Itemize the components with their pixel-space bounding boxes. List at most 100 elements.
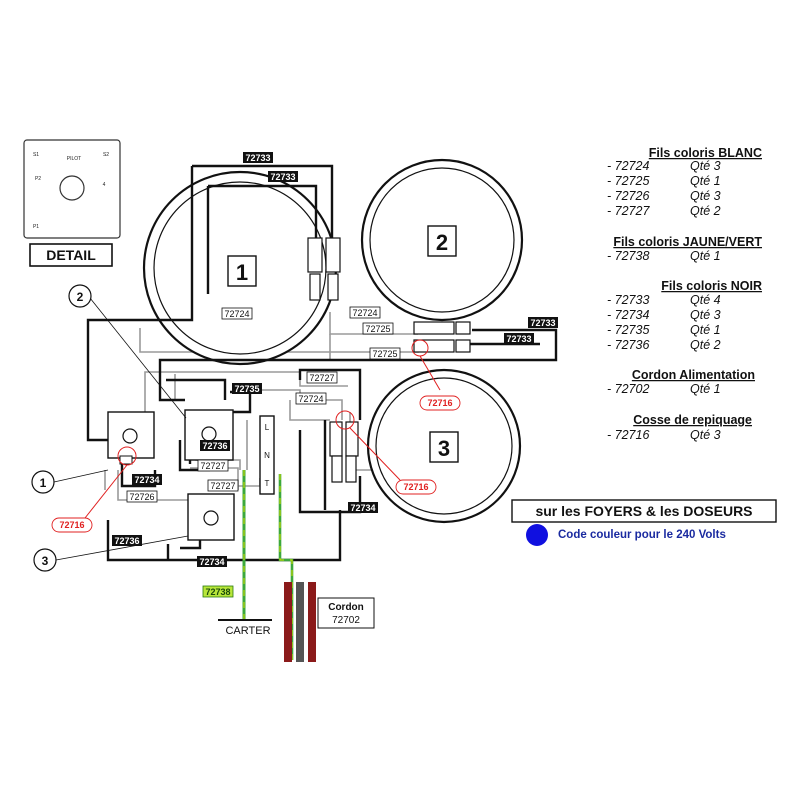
- detail-terminal-4: 4: [103, 182, 106, 188]
- wire-label-noir: 72733: [504, 333, 534, 344]
- cordon-label-box: Cordon 72702: [317, 597, 375, 629]
- wire-label-blanc: 72725: [362, 322, 394, 335]
- hob-3-number-box: [429, 431, 459, 463]
- terminal-block: L N T: [259, 415, 275, 495]
- svg-text:72735: 72735: [234, 384, 259, 394]
- carter-ground: CARTER: [218, 619, 272, 637]
- svg-text:72733: 72733: [530, 318, 555, 328]
- legend-qty: Qté 1: [690, 382, 721, 396]
- svg-text:72733: 72733: [270, 172, 295, 182]
- svg-text:72725: 72725: [365, 324, 390, 334]
- hob-1: 1: [142, 170, 338, 366]
- wire-label-blanc: 72724: [295, 392, 327, 405]
- legend-qty: Qté 2: [690, 338, 721, 352]
- regulator-3: [187, 493, 235, 541]
- power-cord: [284, 582, 316, 662]
- svg-text:72734: 72734: [350, 503, 375, 513]
- detail-terminal-p1: P1: [33, 224, 39, 230]
- wire-label-noir: 72733: [243, 152, 273, 163]
- svg-text:72727: 72727: [200, 461, 225, 471]
- callout-2: 2: [68, 284, 187, 419]
- detail-terminal-pilot: PILOT: [67, 156, 81, 162]
- wire-label-jaune-vert: 72738: [202, 585, 234, 598]
- banner: sur les FOYERS & les DOSEURS: [511, 499, 777, 523]
- svg-text:72733: 72733: [245, 153, 270, 163]
- legend-title-jaune-vert: Fils coloris JAUNE/VERT: [613, 235, 762, 249]
- hob-2: 2: [360, 158, 524, 322]
- legend-ref: - 72724: [607, 159, 649, 173]
- legend-ref: - 72736: [607, 338, 649, 352]
- legend-title-noir: Fils coloris NOIR: [661, 279, 762, 293]
- svg-text:72724: 72724: [224, 309, 249, 319]
- legend-qty: Qté 1: [690, 323, 721, 337]
- wire-label-blanc: 72724: [221, 307, 253, 320]
- terminal-l: L: [265, 423, 270, 432]
- svg-text:72724: 72724: [298, 394, 323, 404]
- detail-terminal-s2: S2: [103, 152, 109, 158]
- wire-label-noir: 72736: [200, 440, 230, 451]
- svg-text:72724: 72724: [352, 308, 377, 318]
- cosse-label: 72716: [51, 517, 93, 533]
- hob-3-connector: [329, 421, 359, 483]
- color-code-text: Code couleur pour le 240 Volts: [558, 529, 726, 541]
- cordon-ref: 72702: [332, 615, 360, 626]
- svg-text:72738: 72738: [205, 587, 230, 597]
- hob-3-number: 3: [438, 436, 450, 461]
- legend-qty: Qté 3: [690, 159, 721, 173]
- svg-text:72736: 72736: [114, 536, 139, 546]
- wire-label-noir: 72734: [132, 474, 162, 485]
- detail-knob-icon: [59, 175, 85, 201]
- legend-qty: Qté 2: [690, 204, 721, 218]
- legend-qty: Qté 4: [690, 293, 721, 307]
- legend-title-cordon: Cordon Alimentation: [632, 368, 755, 382]
- wire-label-blanc: 72727: [197, 459, 229, 472]
- svg-text:72716: 72716: [403, 482, 428, 492]
- svg-text:72734: 72734: [199, 557, 224, 567]
- svg-text:2: 2: [77, 290, 84, 304]
- regulator-1-knob-icon: [122, 428, 138, 444]
- wire-label-blanc: 72725: [369, 347, 401, 360]
- banner-text: sur les FOYERS & les DOSEURS: [535, 503, 752, 519]
- cosse-markers: [84, 339, 441, 519]
- svg-text:72727: 72727: [210, 481, 235, 491]
- carter-label: CARTER: [225, 625, 270, 637]
- legend-qty: Qté 1: [690, 249, 721, 263]
- detail-label: DETAIL: [46, 247, 96, 263]
- cosse-label: 72716: [395, 479, 437, 495]
- hob-1-number-box: [227, 255, 257, 287]
- hob-1-number: 1: [236, 260, 248, 285]
- wire-label-blanc: 72724: [349, 306, 381, 319]
- legend-ref: - 72727: [607, 204, 650, 218]
- legend-qty: Qté 1: [690, 174, 721, 188]
- blue-dot-icon: [526, 524, 548, 546]
- svg-text:3: 3: [42, 554, 49, 568]
- hob-2-number-box: [427, 225, 457, 257]
- legend-ref: - 72702: [607, 382, 649, 396]
- callout-3: 3: [33, 535, 189, 572]
- wire-label-blanc: 72727: [306, 371, 338, 384]
- legend-ref: - 72734: [607, 308, 649, 322]
- regulator-1: [107, 411, 155, 465]
- legend-qty: Qté 3: [690, 428, 721, 442]
- legend-ref: - 72725: [607, 174, 649, 188]
- svg-text:1: 1: [40, 476, 47, 490]
- regulator-2-knob-icon: [201, 426, 217, 442]
- legend-ref: - 72726: [607, 189, 649, 203]
- legend-ref: - 72735: [607, 323, 649, 337]
- hob-2-connector: [413, 321, 471, 353]
- wire-label-noir: 72733: [528, 317, 558, 328]
- svg-text:72726: 72726: [129, 492, 154, 502]
- svg-text:72725: 72725: [372, 349, 397, 359]
- cosse-label: 72716: [419, 395, 461, 411]
- svg-text:72734: 72734: [134, 475, 159, 485]
- hob-1-connector: [307, 237, 341, 301]
- hob-2-number: 2: [436, 230, 448, 255]
- legend-title-blanc: Fils coloris BLANC: [649, 146, 762, 160]
- legend: Fils coloris BLANC - 72724 Qté 3 - 72725…: [607, 146, 762, 442]
- terminal-n: N: [264, 451, 270, 460]
- svg-text:72716: 72716: [59, 520, 84, 530]
- hob-3: 3: [366, 368, 522, 524]
- wire-label-noir: 72734: [197, 556, 227, 567]
- svg-text:72736: 72736: [202, 441, 227, 451]
